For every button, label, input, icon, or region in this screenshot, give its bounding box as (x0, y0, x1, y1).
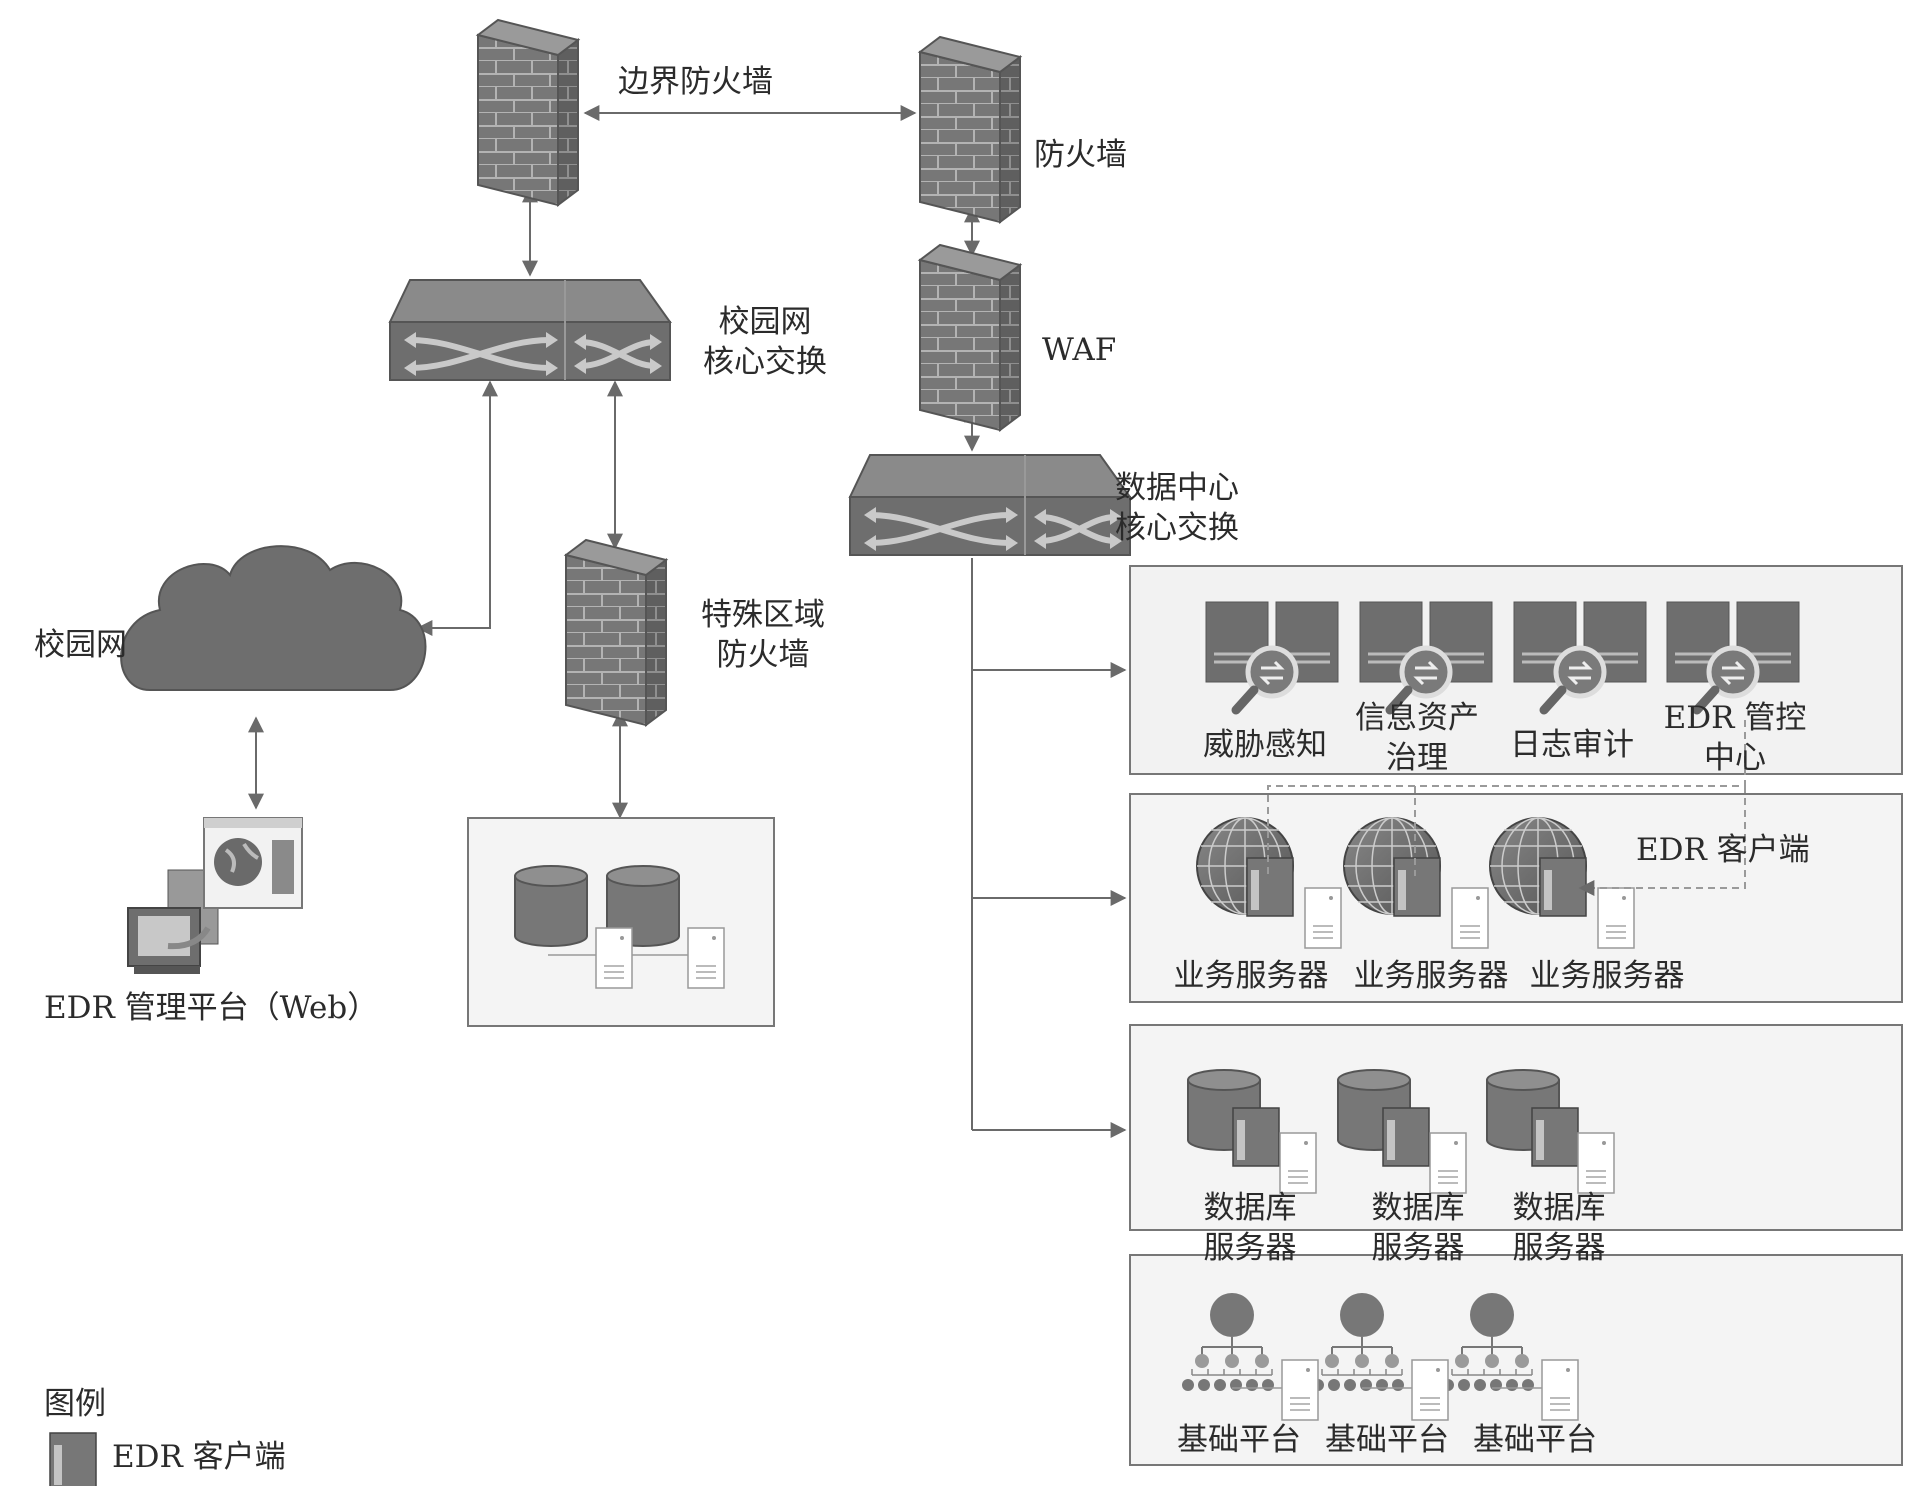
base-zone (1129, 1254, 1903, 1466)
label-dc-core: 数据中心核心交换 (1115, 470, 1239, 546)
database-zone (1129, 1024, 1903, 1231)
label-base-platform-3: 基础平台 (1473, 1422, 1597, 1458)
legend-title: 图例 (44, 1386, 106, 1422)
special-zone (467, 817, 775, 1027)
dc-core-switch-icon (850, 455, 1130, 555)
label-business-server-1: 业务服务器 (1173, 958, 1329, 994)
label-asset-governance: 信息资产治理 (1355, 700, 1479, 776)
label-special-firewall: 特殊区域防火墙 (701, 597, 825, 673)
label-business-server-3: 业务服务器 (1529, 958, 1685, 994)
label-firewall: 防火墙 (1034, 137, 1127, 173)
label-campus-core: 校园网核心交换 (703, 304, 827, 380)
label-log-audit: 日志审计 (1510, 727, 1634, 763)
waf-icon (919, 244, 1021, 431)
label-edr-control-center: EDR 管控中心 (1663, 700, 1807, 776)
label-db-server-3: 数据库服务器 (1512, 1190, 1606, 1266)
label-border-firewall: 边界防火墙 (618, 64, 773, 100)
business-zone (1129, 720, 1903, 1003)
campus-cloud-icon (120, 545, 427, 691)
label-campus-net: 校园网 (34, 627, 127, 663)
label-edr-platform: EDR 管理平台（Web） (44, 990, 379, 1026)
label-threat-sensing: 威胁感知 (1203, 727, 1327, 763)
label-db-server-1: 数据库服务器 (1203, 1190, 1297, 1266)
edr-platform-icon (127, 817, 303, 974)
label-edr-client: EDR 客户端 (1636, 832, 1810, 868)
firewall-icon (919, 36, 1021, 223)
label-db-server-2: 数据库服务器 (1371, 1190, 1465, 1266)
link-campuscore-cloud (416, 380, 498, 636)
legend-edr-client-label: EDR 客户端 (112, 1439, 286, 1475)
campus-core-switch-icon (390, 280, 670, 380)
label-business-server-2: 业务服务器 (1353, 958, 1509, 994)
border-firewall-icon (477, 19, 579, 206)
legend-edr-client-icon (49, 1432, 97, 1486)
label-base-platform-1: 基础平台 (1177, 1422, 1301, 1458)
label-base-platform-2: 基础平台 (1325, 1422, 1449, 1458)
label-waf: WAF (1042, 332, 1117, 368)
security-zone (1129, 565, 1903, 775)
special-firewall-icon (565, 539, 667, 726)
